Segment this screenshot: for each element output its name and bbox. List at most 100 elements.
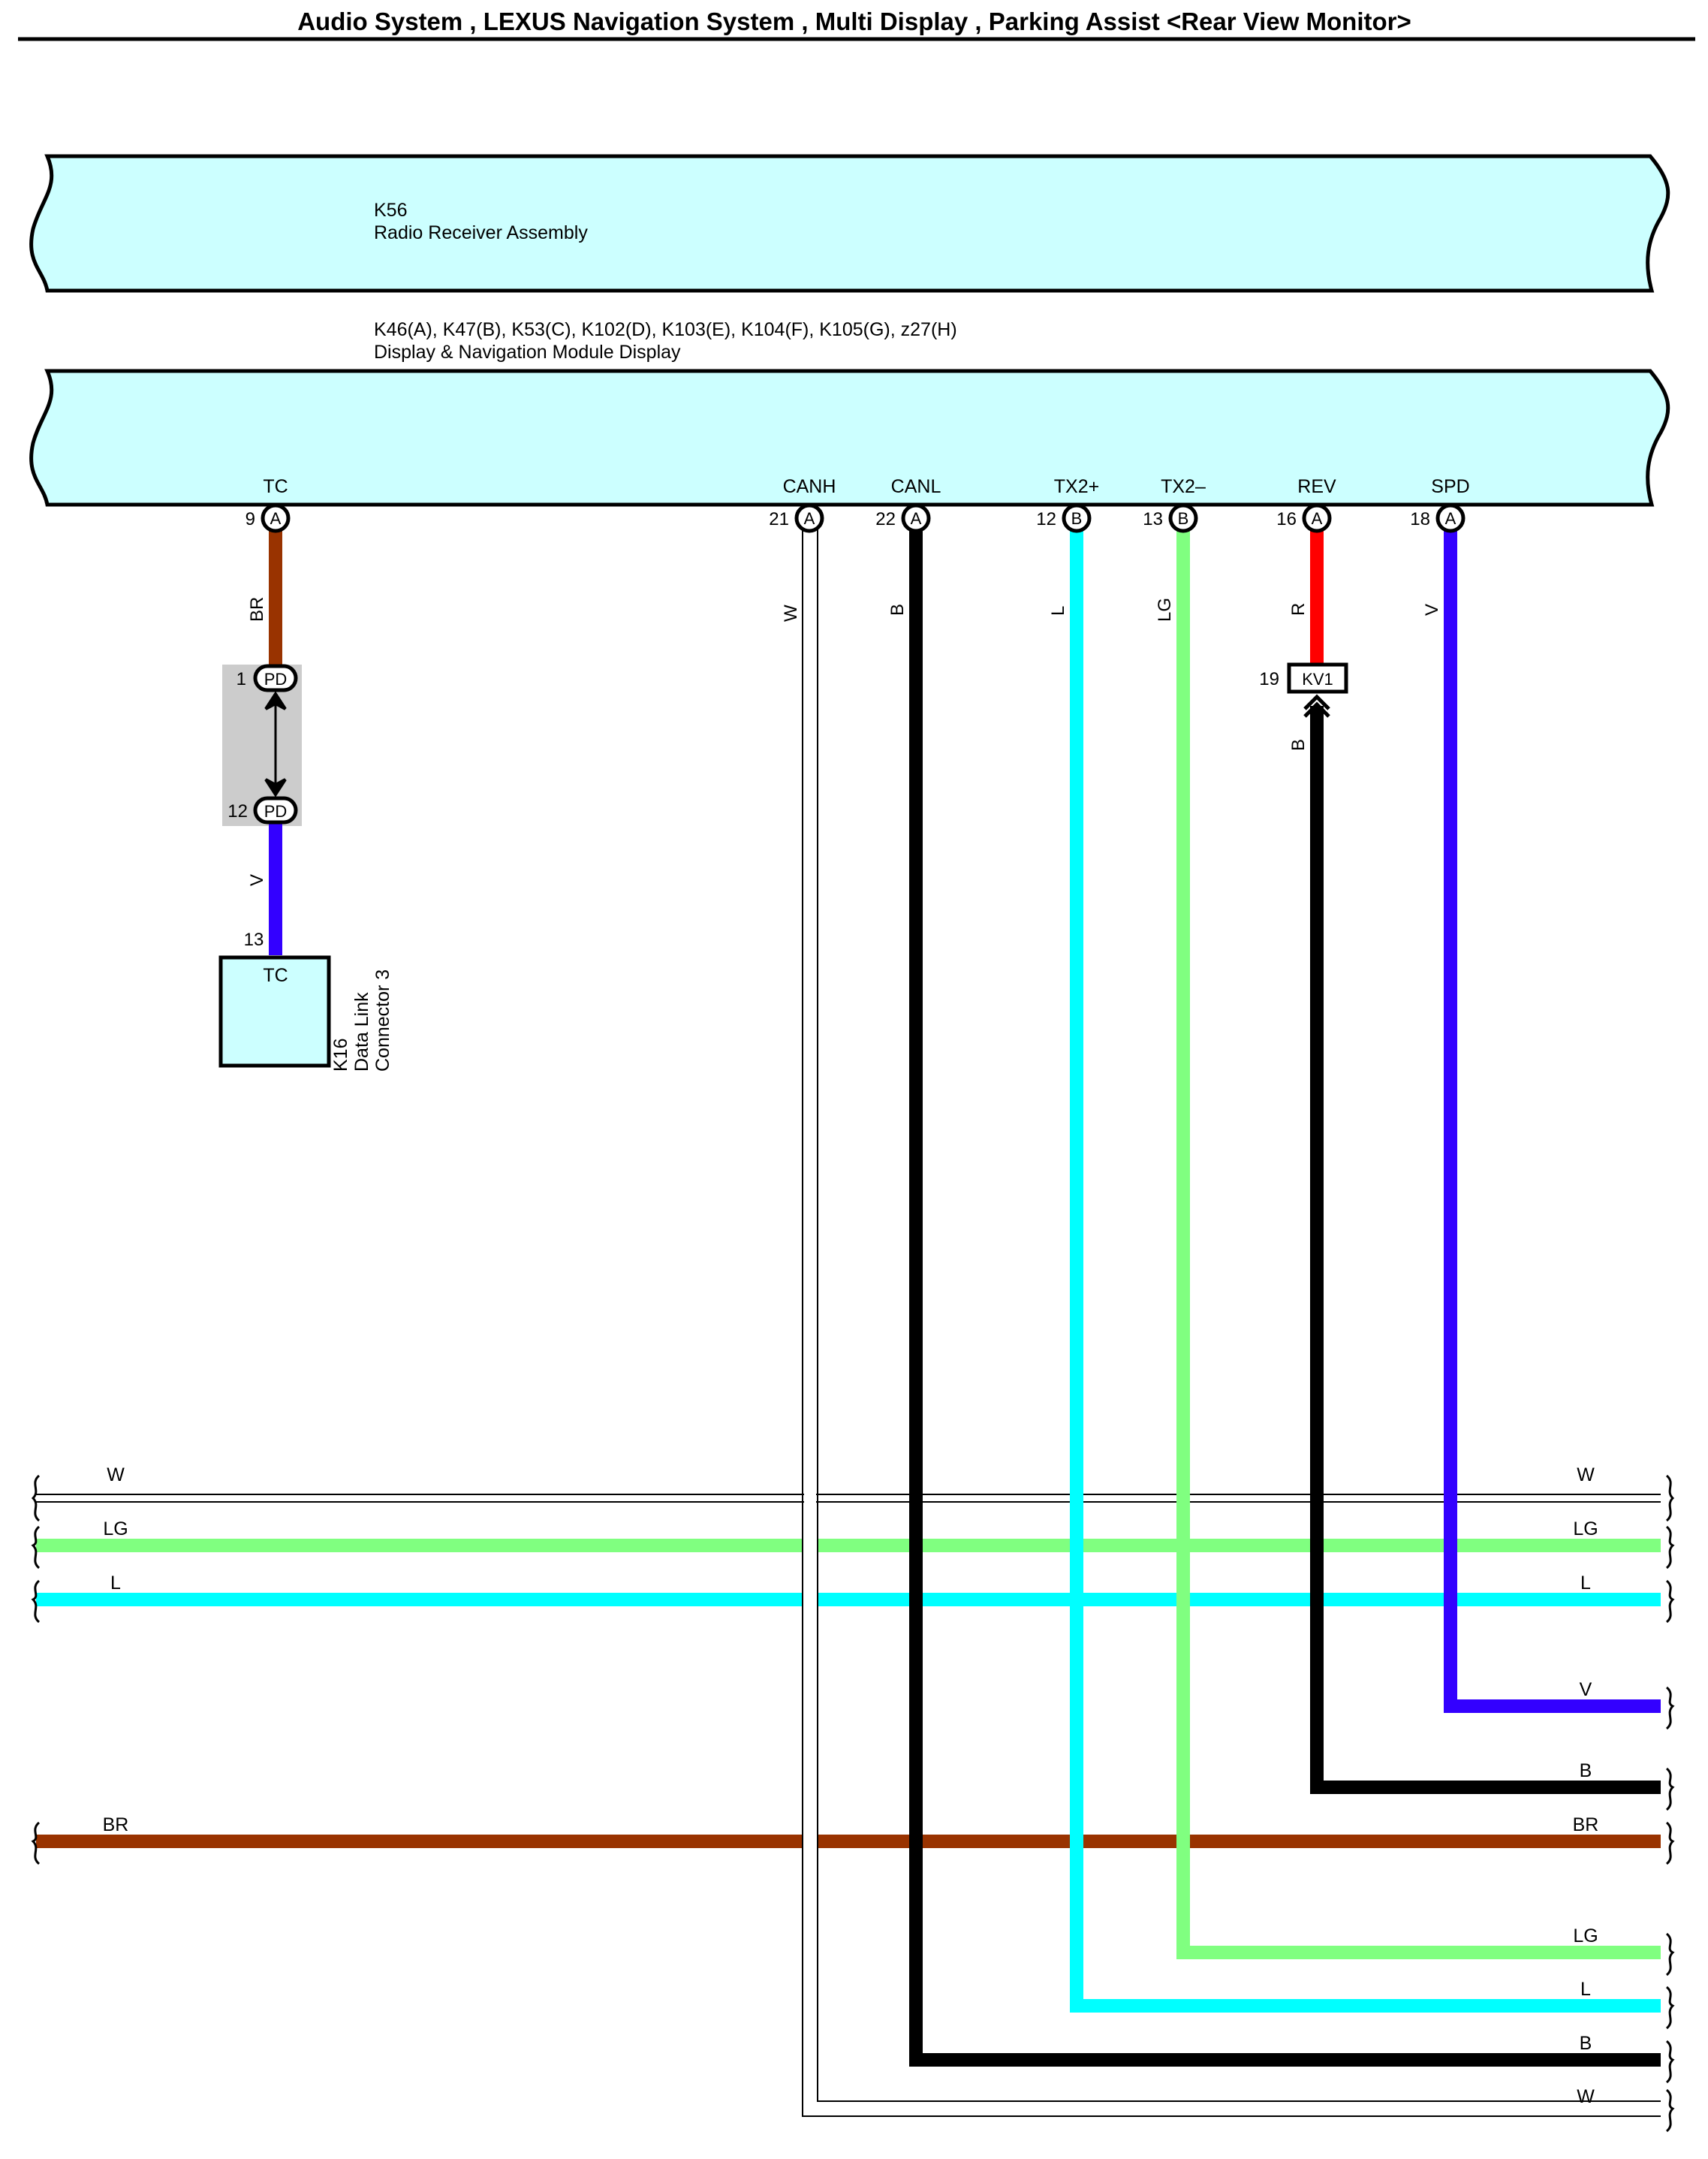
- pin-spd-num: 18: [1410, 509, 1430, 529]
- wire-canh-w: [802, 526, 1661, 2117]
- break-mark-right: [1665, 1579, 1675, 1624]
- pin-tc-conn: A: [270, 509, 282, 528]
- connector-pd-bottom-pin: 12: [227, 801, 248, 822]
- break-mark-right: [1665, 1474, 1675, 1522]
- pin-name-tx2-minus: TX2–: [1161, 476, 1206, 497]
- display-module-name: Display & Navigation Module Display: [374, 342, 681, 363]
- dlc-pin-name: TC: [263, 965, 288, 986]
- dlc-pin-num: 13: [244, 930, 264, 950]
- pin-tx2-minus-conn: B: [1178, 509, 1189, 528]
- pin-tc: A 9: [246, 503, 291, 533]
- bus-right-label-l-bottom: L: [1580, 1979, 1591, 2000]
- connector-pd-bottom: [253, 796, 298, 825]
- left-break-marks: [31, 1474, 41, 1865]
- bus-wire-w-top: [36, 1494, 1661, 1503]
- radio-receiver-box: [29, 154, 1670, 293]
- connector-kv1-pin: 19: [1259, 669, 1279, 689]
- bus-left-label-br: BR: [103, 1814, 129, 1835]
- pin-name-rev: REV: [1297, 476, 1336, 497]
- bus-right-label-br: BR: [1573, 1814, 1599, 1835]
- pin-tc-circle: [261, 503, 291, 533]
- connector-kv1-label: KV1: [1302, 670, 1333, 689]
- wire-label-kv1-b: B: [1288, 739, 1309, 751]
- pin-canh: A 21: [769, 503, 824, 533]
- wire-label-tx2-minus: LG: [1155, 598, 1175, 622]
- wire-tx2-minus-lg: [1176, 526, 1661, 1959]
- pin-canl-circle: [901, 503, 931, 533]
- bus-right-label-l-top: L: [1580, 1573, 1591, 1594]
- bus-left-label-l: L: [110, 1573, 121, 1594]
- wire-tx2-plus-l: [1070, 526, 1661, 2013]
- pin-tx2-minus: B 13: [1143, 503, 1198, 533]
- pin-canh-circle: [794, 503, 824, 533]
- display-module-box: [29, 369, 1670, 507]
- wire-spd-v: [1444, 526, 1661, 1713]
- radio-receiver-code: K56: [374, 200, 407, 221]
- pin-rev: A 16: [1276, 503, 1332, 533]
- wire-kv1-b: [1310, 706, 1661, 1794]
- pin-canh-conn: A: [804, 509, 815, 528]
- bus-left-label-lg: LG: [103, 1518, 128, 1539]
- pin-name-spd: SPD: [1431, 476, 1469, 497]
- connector-pd-top: [253, 664, 298, 692]
- pin-name-tc: TC: [263, 476, 288, 497]
- bus-right-label-w-top: W: [1577, 1464, 1595, 1485]
- connector-pd-top-label: PD: [264, 670, 288, 689]
- pin-rev-num: 16: [1276, 509, 1297, 529]
- pin-canl-conn: A: [911, 509, 922, 528]
- pin-name-canl: CANL: [891, 476, 941, 497]
- bus-left-label-w: W: [107, 1464, 125, 1485]
- bus-right-label-b-bottom: B: [1580, 2033, 1592, 2054]
- pin-tx2-minus-circle: [1168, 503, 1198, 533]
- break-mark-right: [1665, 2088, 1675, 2133]
- pin-rev-circle: [1302, 503, 1332, 533]
- kv1-arrow-icon: [1303, 694, 1330, 718]
- pin-tx2-minus-num: 13: [1143, 509, 1163, 529]
- pin-spd-circle: [1435, 503, 1466, 533]
- pin-spd-conn: A: [1445, 509, 1456, 528]
- bus-crossing-gap: [803, 1832, 817, 1850]
- pin-canl-num: 22: [875, 509, 896, 529]
- pin-tx2-plus-circle: [1062, 503, 1092, 533]
- break-mark-right: [1665, 1986, 1675, 2030]
- wire-canh-w-fill: [804, 527, 816, 2103]
- break-mark-right: [1665, 1932, 1675, 1977]
- wire-label-spd: V: [1422, 604, 1442, 616]
- break-mark-left: [31, 1474, 41, 1522]
- connector-pd-top-pin: 1: [236, 669, 246, 689]
- pin-name-canh: CANH: [783, 476, 836, 497]
- break-mark-right: [1665, 1767, 1675, 1811]
- connector-kv1: [1287, 662, 1348, 694]
- break-mark-right: [1665, 2040, 1675, 2084]
- bus-right-label-v: V: [1580, 1679, 1592, 1700]
- pin-spd: A 18: [1410, 503, 1466, 533]
- pin-tx2-plus-num: 12: [1036, 509, 1056, 529]
- connector-pd-bottom-label: PD: [264, 802, 288, 821]
- bus-crossing-gap: [803, 1533, 817, 1609]
- wire-canl-b: [909, 526, 1661, 2067]
- bus-right-label-w-bottom: W: [1577, 2086, 1595, 2107]
- pin-tx2-plus: B 12: [1036, 503, 1092, 533]
- pin-name-tx2-plus: TX2+: [1054, 476, 1099, 497]
- bus-right-label-b-kv1: B: [1580, 1760, 1592, 1781]
- radio-receiver-name: Radio Receiver Assembly: [374, 222, 588, 243]
- wire-label-canl: B: [887, 604, 908, 616]
- wire-label-tx2-plus: L: [1048, 606, 1068, 616]
- wire-label-rev: R: [1288, 603, 1309, 616]
- dlc-name-line2: Connector 3: [372, 969, 393, 1072]
- bus-right-label-lg-top: LG: [1573, 1518, 1598, 1539]
- dlc-name-line1: Data Link: [351, 992, 372, 1072]
- dlc-box: [218, 955, 331, 1068]
- break-mark-left: [31, 1821, 41, 1865]
- pin-tc-num: 9: [246, 509, 255, 529]
- break-mark-right: [1665, 1686, 1675, 1730]
- pin-canl: A 22: [875, 503, 931, 533]
- break-mark-left: [31, 1579, 41, 1624]
- pin-canh-num: 21: [769, 509, 789, 529]
- wire-label-pd-v: V: [247, 874, 267, 886]
- right-break-marks: [1665, 1474, 1675, 2133]
- wire-label-tc: BR: [247, 597, 267, 622]
- pin-tx2-plus-conn: B: [1071, 509, 1083, 528]
- break-mark-right: [1665, 1821, 1675, 1865]
